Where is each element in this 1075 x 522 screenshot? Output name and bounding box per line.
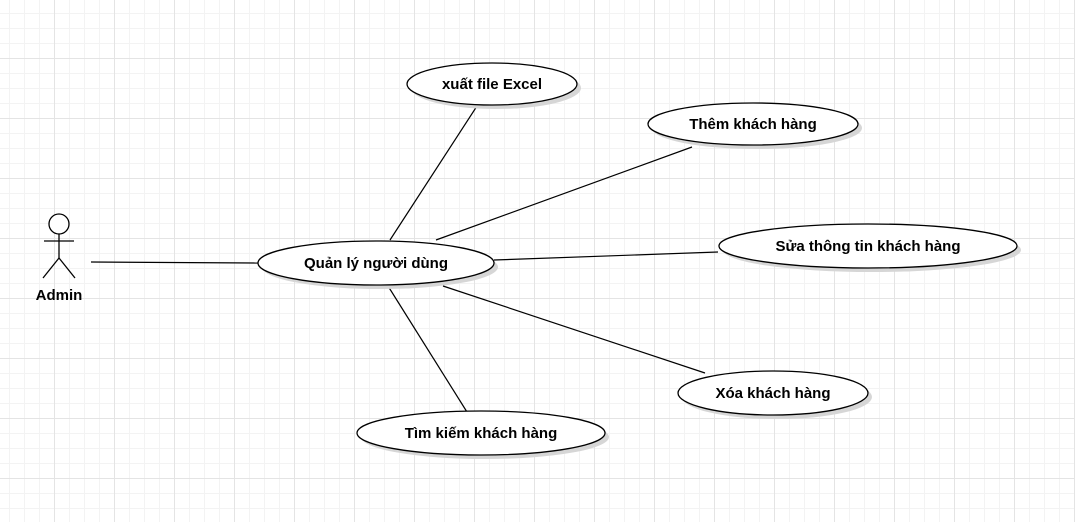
use-case-label: Quản lý người dùng: [304, 255, 448, 272]
use-case-ellipse: [406, 62, 578, 106]
use-case-ellipse: [356, 410, 606, 456]
use-case-ellipse: [718, 223, 1018, 269]
assoc-center-to-search-customer: [387, 285, 468, 413]
actor-right-leg: [58, 257, 76, 279]
assoc-center-to-delete-customer: [442, 285, 706, 374]
actor-admin[interactable]: Admin: [36, 213, 83, 304]
use-case-edit-customer[interactable]: Sửa thông tin khách hàng: [718, 223, 1021, 272]
use-case-ellipse: [677, 370, 869, 416]
use-case-ellipse: [647, 102, 859, 146]
use-case-add-customer[interactable]: Thêm khách hàng: [647, 102, 862, 149]
use-case-label: Tìm kiếm khách hàng: [405, 425, 558, 442]
use-case-export-excel[interactable]: xuất file Excel: [406, 62, 581, 109]
actor-left-leg: [42, 257, 60, 279]
use-case-label: Sửa thông tin khách hàng: [775, 238, 960, 255]
use-case-delete-customer[interactable]: Xóa khách hàng: [677, 370, 872, 419]
use-case-center[interactable]: Quản lý người dùng: [257, 240, 498, 289]
actor-name: Admin: [36, 287, 83, 304]
use-case-label: Thêm khách hàng: [689, 116, 817, 133]
use-case-label: xuất file Excel: [442, 76, 542, 93]
actor-head: [48, 213, 70, 235]
assoc-center-to-add-customer: [435, 146, 693, 241]
assoc-center-to-export-excel: [389, 105, 478, 241]
assoc-center-to-edit-customer: [493, 251, 719, 261]
use-case-search-customer[interactable]: Tìm kiếm khách hàng: [356, 410, 609, 459]
assoc-actor-to-center: [90, 261, 259, 264]
use-case-ellipse: [257, 240, 495, 286]
use-case-label: Xóa khách hàng: [715, 385, 830, 402]
